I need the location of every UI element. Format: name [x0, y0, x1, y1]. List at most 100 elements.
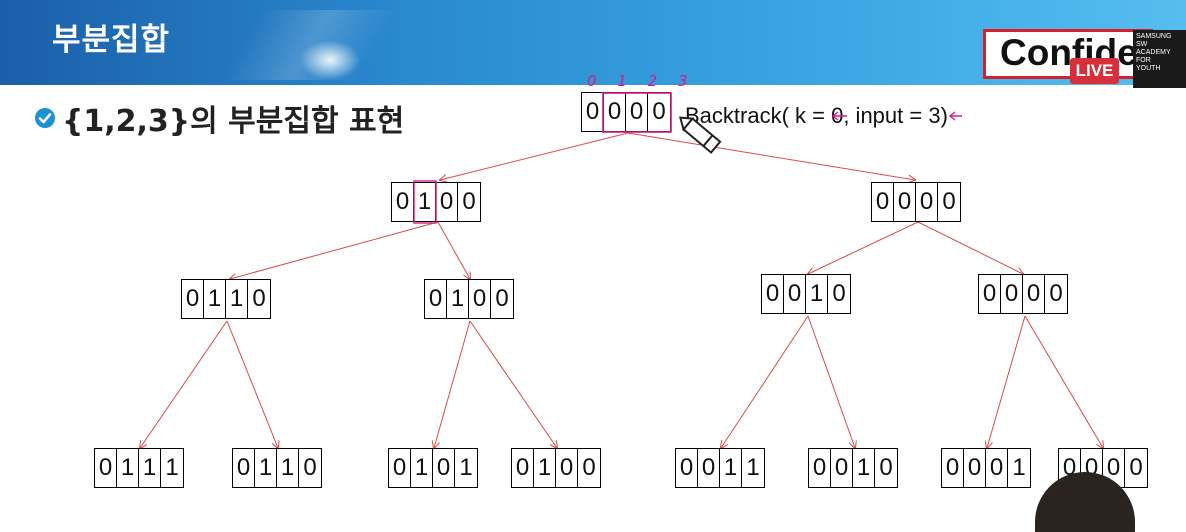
array-cell: 0 [1129, 454, 1143, 481]
array-cell: 0 [626, 93, 648, 131]
tree-node: 0 0 1 0 [761, 274, 851, 314]
edge [808, 221, 919, 274]
array-cell: 0 [1023, 275, 1045, 313]
edge [230, 221, 439, 279]
live-badge: LIVE [1070, 58, 1119, 84]
logo-line: FOR [1136, 57, 1151, 64]
annotation-arrow [948, 111, 962, 121]
array-cell: 1 [459, 454, 473, 481]
array-cell: 0 [762, 275, 784, 313]
array-cell: 1 [117, 449, 139, 487]
array-cell: 1 [806, 275, 828, 313]
array-cell: 0 [425, 280, 447, 318]
array-cell: 1 [226, 280, 248, 318]
confidential-box [983, 29, 1153, 79]
array-cell: 0 [872, 183, 894, 221]
header-glow [300, 40, 360, 80]
academy-logo: SAMSUNG SW ACADEMY FOR YOUTH [1133, 30, 1186, 88]
tree-node-root: 0 0 0 0 [581, 92, 671, 132]
array-cell: 1 [277, 449, 299, 487]
edge [721, 315, 809, 448]
pen-cursor-icon [679, 116, 722, 154]
array-cell: 1 [447, 280, 469, 318]
array-cell: 0 [389, 449, 411, 487]
array-cell: 0 [986, 449, 1008, 487]
tree-node: 0 1 1 1 [94, 448, 184, 488]
edge [226, 320, 278, 448]
tree-node: 0 1 1 0 [181, 279, 271, 319]
array-cell: 0 [582, 454, 596, 481]
tree-node: 0 1 0 1 [388, 448, 478, 488]
array-cell: 1 [139, 449, 161, 487]
array-cell: 0 [1049, 280, 1063, 307]
array-cell: 0 [495, 285, 509, 312]
array-cell: 0 [832, 280, 846, 307]
array-cell: 0 [831, 449, 853, 487]
array-cell: 0 [942, 449, 964, 487]
subtitle: {1,2,3}의 부분집합 표현 [62, 104, 405, 139]
array-cell: 0 [916, 183, 938, 221]
tree-node: 0 0 0 1 [941, 448, 1031, 488]
array-cell: 0 [1103, 449, 1125, 487]
array-cell: 1 [534, 449, 556, 487]
array-cell: 0 [303, 454, 317, 481]
tree-node: 0 0 1 1 [675, 448, 765, 488]
annotation-arrow [831, 111, 847, 121]
array-cell: 0 [676, 449, 698, 487]
array-cell: 0 [604, 93, 626, 131]
edge [807, 315, 855, 448]
array-cell: 0 [556, 449, 578, 487]
array-cell: 0 [512, 449, 534, 487]
array-cell: 1 [853, 449, 875, 487]
logo-line: YOUTH [1136, 65, 1161, 72]
tree-node: 0 1 0 0 [511, 448, 601, 488]
array-cell: 0 [462, 188, 476, 215]
array-cell: 0 [182, 280, 204, 318]
logo-line: ACADEMY [1136, 49, 1171, 56]
logo-line: SW [1136, 41, 1148, 48]
pen-annotations: 0 1 2 3 [413, 72, 962, 224]
array-cell: 1 [1012, 454, 1026, 481]
array-cell: 1 [746, 454, 760, 481]
index-marks: 0 1 2 3 [587, 72, 695, 90]
array-cell: 1 [720, 449, 742, 487]
array-cell: 0 [979, 275, 1001, 313]
edge [987, 315, 1026, 448]
edge [440, 132, 629, 180]
array-cell: 0 [436, 183, 458, 221]
array-cell: 0 [879, 454, 893, 481]
tree-node: 0 0 1 0 [808, 448, 898, 488]
edge [469, 320, 557, 448]
edge [917, 221, 1023, 274]
array-cell: 1 [255, 449, 277, 487]
array-cell: 1 [204, 280, 226, 318]
logo-line: SAMSUNG [1136, 33, 1172, 40]
array-cell: 0 [433, 449, 455, 487]
edge [140, 320, 228, 448]
page-title: 부분집합 [52, 22, 171, 58]
array-cell: 1 [411, 449, 433, 487]
array-cell: 0 [964, 449, 986, 487]
check-circle-icon [35, 108, 55, 128]
array-cell: 0 [469, 280, 491, 318]
edge [1024, 315, 1103, 448]
array-cell: 0 [252, 285, 266, 312]
annotation-box [413, 180, 437, 224]
array-cell: 0 [233, 449, 255, 487]
edge [627, 132, 915, 180]
edge [437, 221, 470, 279]
array-cell: 0 [698, 449, 720, 487]
array-cell: 0 [784, 275, 806, 313]
annotation-box [602, 92, 672, 133]
edge [434, 320, 471, 448]
array-cell: 0 [1001, 275, 1023, 313]
tree-node: 0 1 1 0 [232, 448, 322, 488]
tree-node: 0 0 0 0 [871, 182, 961, 222]
backtrack-call: Backtrack( k = 0, input = 3) [685, 103, 948, 128]
tree-node: 0 1 0 0 [424, 279, 514, 319]
array-cell: 0 [652, 98, 666, 125]
array-cell: 0 [95, 449, 117, 487]
tree-node: 0 0 0 0 [978, 274, 1068, 314]
array-cell: 0 [809, 449, 831, 487]
array-cell: 1 [165, 454, 179, 481]
